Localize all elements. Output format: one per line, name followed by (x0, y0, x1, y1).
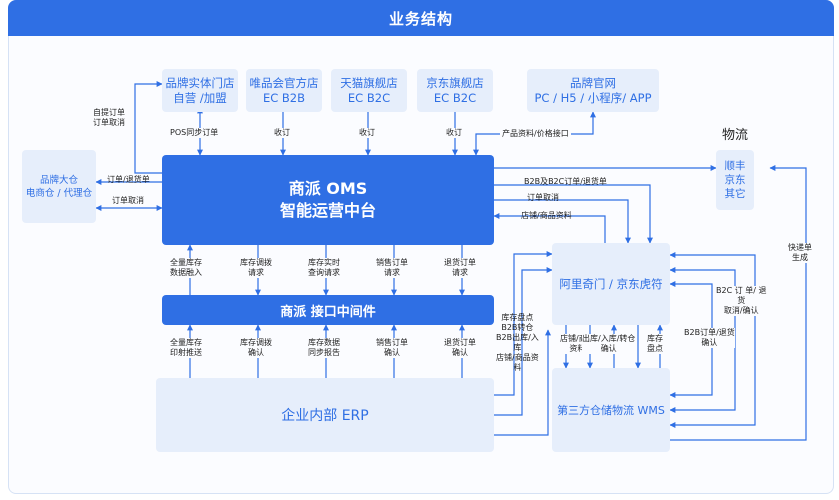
label-sales-order-req: 销售订单请求 (376, 258, 408, 278)
label-full-stock-push: 全量库存印射推送 (170, 338, 202, 358)
label-stock-data-sync: 库存数据同步报告 (308, 338, 340, 358)
logistics-item: 其它 (724, 188, 746, 200)
label-erp-qimen: 库存盘点 B2B转仓 B2B出库/入 库 店铺/商品资 料 (496, 313, 539, 372)
erp-box: 企业内部 ERP (156, 378, 494, 452)
label-sales-order-confirm: 销售订单确认 (376, 338, 408, 358)
label-stock-realtime: 库存实时查询请求 (308, 258, 340, 278)
logistics-title: 物流 (721, 127, 748, 143)
label-product-info: 产品资料/价格接口 (500, 129, 571, 139)
logistics-item: 顺丰 (724, 160, 746, 172)
label-return-order-req: 退货订单请求 (444, 258, 476, 278)
label-order-cancel-left: 订单取消 (112, 196, 144, 205)
logistics-box: 顺丰 京东 其它 (716, 150, 754, 210)
label-b2b-return: B2B订单/退货确认 (684, 328, 735, 348)
label-b2c-return: B2C 订 单/ 退 货 取消/确认 (716, 286, 767, 316)
label-wms-stock-count: 库存盘点 (647, 334, 663, 354)
label-express-gen: 快递单生成 (788, 243, 812, 263)
wms-box: 第三方仓储物流 WMS (552, 368, 670, 452)
page-title: 业务结构 (8, 0, 834, 36)
middleware-box: 商派 接口中间件 (162, 295, 494, 325)
label-full-stock: 全量库存数据融入 (170, 258, 202, 278)
label-receive: 收订 (359, 128, 375, 138)
label-shop-product: 店铺/商品资料 (521, 211, 572, 220)
label-pos-order: POS同步订单 (170, 128, 219, 138)
logistics-item: 京东 (724, 174, 746, 186)
label-order-cancel-right: 订单取消 (527, 193, 559, 202)
label-stock-transfer-req: 库存调拨请求 (240, 258, 272, 278)
label-self-pickup: 自提订单订单取消 (93, 108, 125, 127)
label-b2b-b2c: B2B及B2C订单/退货单 (524, 177, 607, 186)
label-stock-transfer-confirm: 库存调拨确认 (240, 338, 272, 358)
channel-box-store: 品牌实体门店自营 /加盟 (162, 69, 238, 112)
label-wms-inout-confirm: 出库/入库/转仓确认 (582, 334, 636, 354)
label-receive: 收订 (274, 128, 290, 138)
label-return-order-confirm: 退货订单确认 (444, 338, 476, 358)
qimen-box: 阿里奇门 / 京东虎符 (552, 243, 670, 325)
label-receive: 收订 (446, 128, 462, 138)
label-order-return: 订单/退货单 (107, 175, 150, 184)
warehouse-box: 品牌大仓电商仓 / 代理仓 (22, 150, 96, 223)
